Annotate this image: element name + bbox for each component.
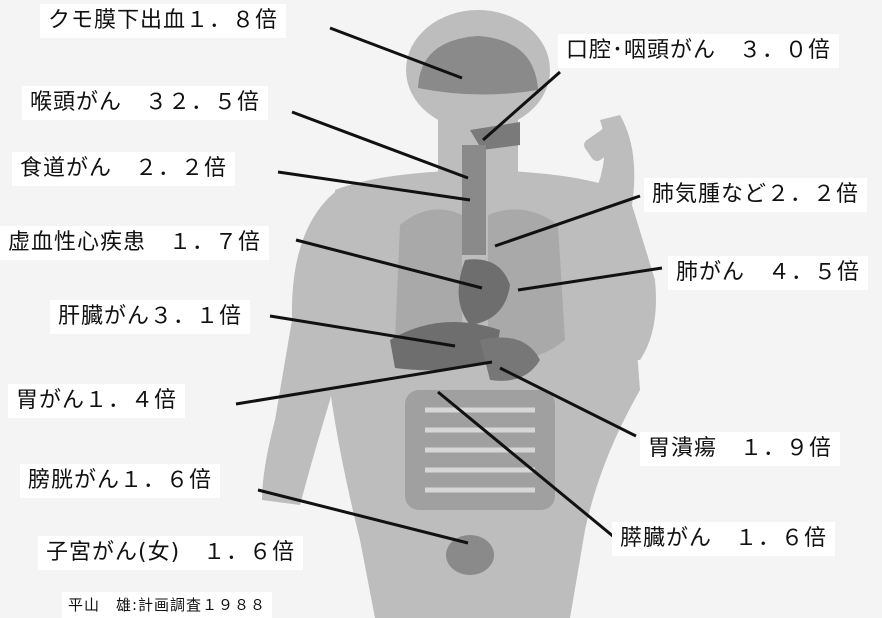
leader-ulcer	[499, 366, 637, 438]
leader-esophagus	[277, 170, 471, 202]
right-arm-shape	[598, 115, 656, 360]
leader-larynx	[291, 110, 469, 180]
leader-oral	[482, 70, 561, 142]
label-laryngeal-cancer: 喉頭がん ３２．５倍	[22, 86, 269, 120]
intestine-folds	[425, 407, 535, 493]
label-ischemic-heart-disease: 虚血性心疾患 １．７倍	[0, 226, 270, 260]
mouth-organ	[470, 122, 520, 150]
liver-organ	[390, 322, 500, 371]
leader-subarachnoid	[329, 26, 463, 80]
brain-organ	[418, 36, 538, 95]
label-esophageal-cancer: 食道がん ２．２倍	[12, 152, 236, 186]
leader-bladder	[257, 488, 469, 545]
label-uterine-cancer: 子宮がん(女) １．６倍	[38, 536, 304, 570]
leader-liver	[269, 314, 456, 348]
leader-lines	[235, 26, 663, 545]
leader-pancreas	[437, 390, 615, 539]
heart-organ	[458, 259, 510, 325]
right-lung-organ	[488, 209, 565, 361]
leader-emphysema	[494, 194, 641, 248]
label-stomach-cancer: 胃がん１．４倍	[8, 384, 186, 418]
hand-shape	[584, 123, 626, 161]
leader-lung	[517, 266, 663, 292]
stomach-organ	[480, 337, 540, 381]
label-subarachnoid-hemorrhage: クモ膜下出血１．８倍	[40, 4, 287, 38]
leader-ischemic	[295, 238, 483, 290]
label-gastric-ulcer: 胃潰瘍 １．９倍	[640, 432, 841, 466]
label-oral-pharyngeal-cancer: 口腔･咽頭がん ３．０倍	[558, 34, 840, 68]
leader-stomach	[235, 360, 493, 406]
bladder-organ	[446, 535, 494, 575]
label-lung-cancer: 肺がん ４．５倍	[668, 256, 869, 290]
source-citation: 平山 雄:計画調査１９８８	[62, 592, 273, 618]
organs	[390, 36, 565, 575]
label-liver-cancer: 肝臓がん３．１倍	[50, 300, 251, 334]
left-arm-shape	[262, 192, 350, 505]
label-emphysema: 肺気腫など２．２倍	[644, 178, 868, 212]
label-pancreatic-cancer: 膵臓がん １．６倍	[612, 522, 836, 556]
label-bladder-cancer: 膀胱がん１．６倍	[20, 464, 221, 498]
